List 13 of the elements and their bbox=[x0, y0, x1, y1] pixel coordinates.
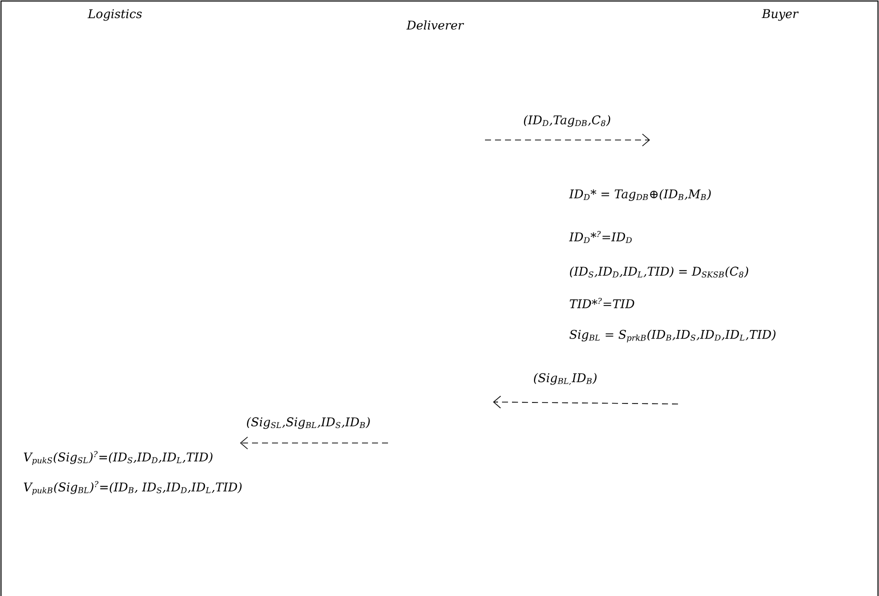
equation: (Sig$_{BL,}$ID$_{B}$) bbox=[534, 373, 597, 385]
equation: ID$_{D}$* = Tag$_{DB}$⊕(ID$_{B}$,M$_{B}$) bbox=[569, 189, 711, 201]
equation: V$_{pukS}$(Sig$_{SL}$)$^{?}$=(ID$_{S}$,ID$_{D}$,ID$_{L}$,TID) bbox=[24, 451, 212, 465]
equation: TID*$^{?}$=TID bbox=[570, 298, 634, 308]
party-name: Deliverer bbox=[406, 20, 464, 30]
equation: (ID$_{D}$,Tag$_{DB}$,C$_{8}$) bbox=[524, 115, 610, 127]
equation: V$_{pukB}$(Sig$_{BL}$)$^{?}$=(ID$_{B}$, ID$_{S}$,ID$_{D}$,ID$_{L}$,TID) bbox=[24, 481, 242, 495]
party-name: Logistics bbox=[88, 9, 142, 21]
party-name: Buyer bbox=[762, 9, 799, 21]
equation: (Sig$_{SL}$,Sig$_{BL}$,ID$_{S}$,ID$_{B}$) bbox=[246, 417, 370, 429]
equation: (ID$_{S}$,ID$_{D}$,ID$_{L}$,TID) = D$_{SKSB}$(C$_{8}$) bbox=[570, 266, 748, 278]
equation: Sig$_{BL}$ = S$_{prkB}$(ID$_{B}$,ID$_{S}$,ID$_{D}$,ID$_{L}$,TID) bbox=[570, 330, 776, 342]
equation: ID$_{D}$*$^{?}$=ID$_{D}$ bbox=[569, 230, 632, 244]
